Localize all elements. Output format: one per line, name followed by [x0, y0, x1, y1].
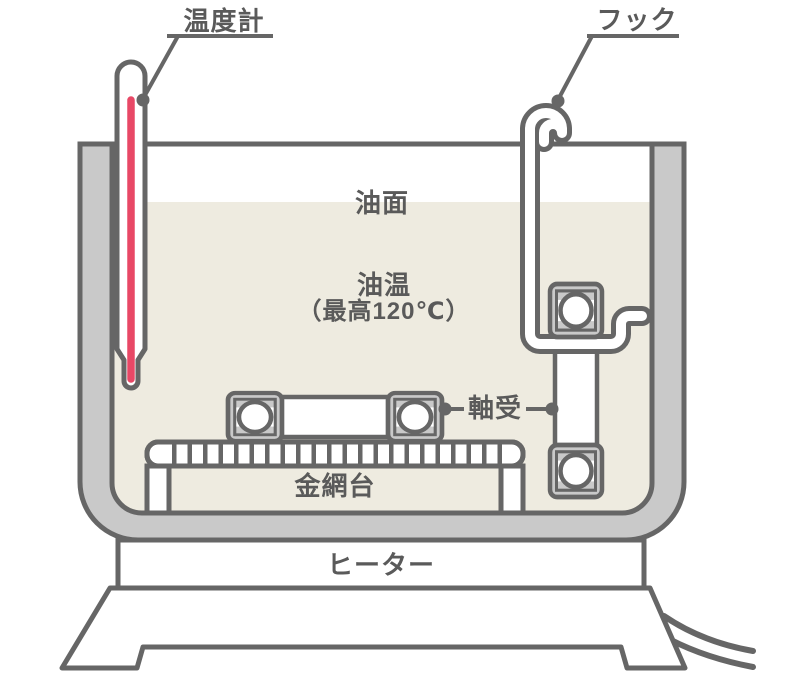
- bearing-leader: [438, 402, 559, 416]
- thermometer: [114, 59, 148, 391]
- bearing-label: 軸受: [467, 392, 523, 423]
- bearing-hanging-top-icon: [550, 284, 602, 337]
- thermometer-label: 温度計: [183, 5, 265, 36]
- bearing-hanging-bottom-icon: [550, 445, 602, 497]
- base-stand: [59, 585, 688, 671]
- hanging-assembly: [520, 103, 652, 497]
- hook-label: フック: [596, 4, 678, 35]
- oil-temp-line1: 油温: [356, 270, 412, 301]
- mesh-stand-right-leg: [498, 463, 526, 516]
- bearing-shaft-assembly: [228, 393, 442, 441]
- leader-lines: [136, 34, 679, 416]
- bearing-left-icon: [228, 393, 282, 441]
- heater-box: [115, 537, 647, 591]
- heater-base-group: [59, 537, 756, 671]
- bearing-right-icon: [388, 393, 442, 441]
- mesh-stand-label: 金網台: [294, 470, 376, 501]
- mesh-stand-left-leg: [144, 463, 172, 516]
- tank-inner-outline: [109, 144, 655, 516]
- hook-leader: [551, 34, 679, 108]
- oil-temp-line2: （最高120℃）: [297, 298, 471, 326]
- oil-surface-label: 油面: [354, 187, 410, 218]
- oil-temp-label: 油温 （最高120℃）: [297, 271, 470, 325]
- hook-wire: [520, 103, 652, 354]
- mesh-stand: [144, 439, 526, 516]
- shaft: [272, 394, 398, 440]
- heater-label: ヒーター: [326, 549, 436, 580]
- thermometer-leader: [136, 34, 273, 107]
- power-cord: [661, 613, 756, 670]
